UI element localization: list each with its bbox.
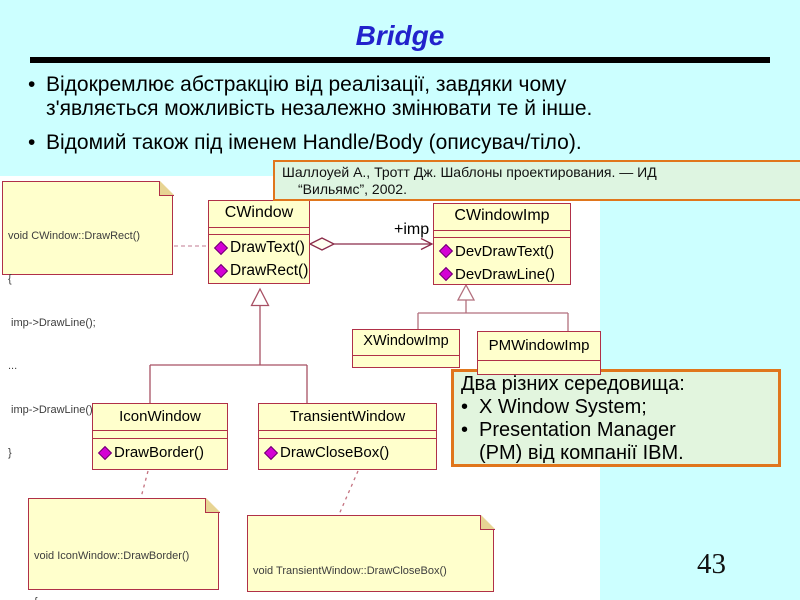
- code-line: void IconWindow::DrawBorder(): [34, 549, 190, 562]
- bullet-text: Відокремлює абстракцію від реалізації, з…: [46, 73, 592, 120]
- operation-diamond-icon: [438, 266, 454, 282]
- text-line: Шаллоуей А., Тротт Дж. Шаблоны проектиро…: [282, 164, 657, 180]
- text-line: Відомий також під іменем Handle/Body (оп…: [46, 131, 582, 154]
- uml-class-xwindowimp: XWindowImp: [352, 329, 460, 368]
- uml-class-cwindow: CWindow DrawText() DrawRect(): [208, 200, 310, 284]
- uml-class-pmwindowimp: PMWindowImp: [477, 331, 601, 375]
- operation-label: DrawBorder(): [114, 444, 205, 461]
- class-name: CWindow: [209, 201, 309, 228]
- text-line: X Window System;: [479, 396, 647, 418]
- attributes-compartment: [259, 431, 436, 439]
- operations-compartment: DrawText() DrawRect(): [209, 235, 309, 283]
- list-item: • X Window System;: [461, 396, 774, 419]
- operation-label: DevDrawText(): [455, 242, 555, 260]
- uml-class-cwindowimp: CWindowImp DevDrawText() DevDrawLine(): [433, 203, 571, 285]
- text-line: Presentation Manager: [479, 419, 676, 441]
- operation: DrawBorder(): [97, 441, 227, 464]
- class-name: XWindowImp: [353, 330, 459, 356]
- class-name: TransientWindow: [259, 404, 436, 431]
- operations-compartment: DevDrawText() DevDrawLine(): [434, 238, 570, 286]
- list-item: • Відокремлює абстракцію від реалізації,…: [28, 73, 778, 120]
- code-line: void TransientWindow::DrawCloseBox(): [253, 565, 447, 577]
- bullet-text: Presentation Manager (PM) від компанії I…: [479, 419, 684, 465]
- code-line: imp->DrawLine();: [8, 316, 96, 329]
- bullet-text: Відомий також під іменем Handle/Body (оп…: [46, 131, 582, 155]
- bullet-icon: •: [461, 419, 469, 441]
- bullet-text: X Window System;: [479, 396, 647, 419]
- operation: DrawCloseBox(): [263, 441, 436, 464]
- note-fold-icon: [158, 180, 174, 196]
- text-line: з'являється можливість незалежно змінюва…: [46, 96, 593, 120]
- uml-note-iconwindow-drawborder: void IconWindow::DrawBorder() { DrawRect…: [28, 497, 220, 600]
- bullet-icon: •: [28, 73, 36, 96]
- reference-callout: Шаллоуей А., Тротт Дж. Шаблоны проектиро…: [273, 160, 800, 201]
- code-line: void CWindow::DrawRect(): [8, 229, 141, 242]
- operation-diamond-icon: [213, 263, 229, 279]
- code-line: {: [8, 273, 12, 285]
- operation-label: DrawRect(): [230, 262, 309, 279]
- class-name: PMWindowImp: [478, 332, 600, 361]
- bullet-list: • Відокремлює абстракцію від реалізації,…: [28, 73, 778, 166]
- association-label: +imp: [394, 221, 430, 238]
- operation: DrawText(): [213, 237, 309, 260]
- operation: DrawRect(): [213, 260, 309, 283]
- text-line: “Вильямс”, 2002.: [298, 181, 407, 197]
- uml-note-cwindow-drawrect: void CWindow::DrawRect() { imp->DrawLine…: [2, 180, 174, 459]
- callout-title: Два різних середовища:: [461, 373, 685, 395]
- operation-diamond-icon: [263, 445, 279, 460]
- code-line: imp->DrawLine(): [8, 403, 93, 416]
- code-line: {: [34, 595, 214, 600]
- note-fold-icon: [479, 514, 495, 530]
- page-title: Bridge: [355, 20, 445, 51]
- note-fold-icon: [204, 497, 220, 513]
- operation-diamond-icon: [97, 445, 113, 460]
- operation-diamond-icon: [438, 243, 454, 259]
- operation-label: DrawText(): [230, 239, 305, 256]
- title-divider: [30, 57, 770, 63]
- attributes-compartment: [434, 231, 570, 238]
- bullet-icon: •: [28, 131, 36, 154]
- uml-class-iconwindow: IconWindow DrawBorder(): [92, 403, 228, 470]
- list-item: • Відомий також під іменем Handle/Body (…: [28, 131, 778, 155]
- operation: DevDrawLine(): [438, 263, 570, 286]
- operation-label: DrawCloseBox(): [280, 444, 390, 461]
- operations-compartment: DrawBorder(): [93, 439, 227, 464]
- operation: DevDrawText(): [438, 240, 570, 263]
- text-line: Відокремлює абстракцію від реалізації, з…: [46, 73, 567, 96]
- list-item: • Presentation Manager (PM) від компанії…: [461, 419, 774, 465]
- bullet-icon: •: [461, 396, 469, 418]
- page-number: 43: [697, 548, 726, 580]
- uml-class-transientwindow: TransientWindow DrawCloseBox(): [258, 403, 437, 470]
- environments-callout: Два різних середовища: • X Window System…: [451, 369, 781, 467]
- operation-diamond-icon: [213, 240, 229, 256]
- operation-label: DevDrawLine(): [455, 265, 556, 283]
- code-line: ...: [8, 360, 18, 372]
- attributes-compartment: [209, 228, 309, 235]
- attributes-compartment: [93, 431, 227, 439]
- class-name: IconWindow: [93, 404, 227, 431]
- code-line: }: [8, 447, 12, 459]
- text-line: (PM) від компанії IBM.: [479, 442, 684, 464]
- class-name: CWindowImp: [434, 204, 570, 231]
- uml-note-transientwindow-drawclosebox: void TransientWindow::DrawCloseBox() { D…: [247, 514, 495, 592]
- operations-compartment: DrawCloseBox(): [259, 439, 436, 464]
